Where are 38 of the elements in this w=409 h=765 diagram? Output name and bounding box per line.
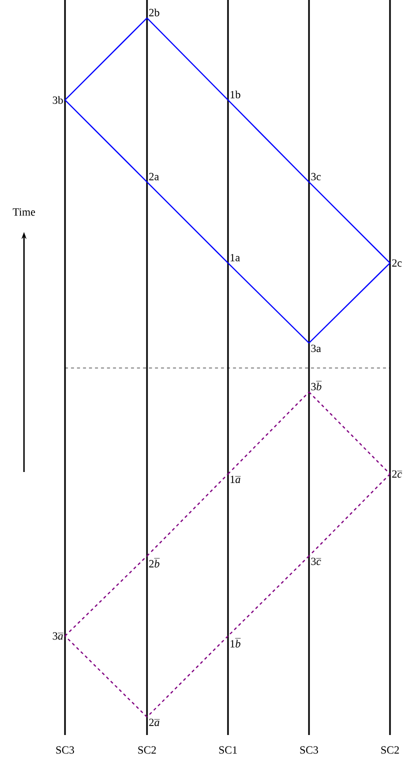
path-segment bbox=[64, 556, 148, 636]
vertex-label: $3\overline{b}$ bbox=[311, 381, 322, 390]
path-segment bbox=[228, 262, 310, 344]
vertex-label: $2\overline{a}$ bbox=[149, 718, 160, 726]
path-segment bbox=[308, 474, 390, 556]
vertex-label: $1\overline{a}$ bbox=[230, 476, 241, 484]
vertex-label: $3\overline{c}$ bbox=[311, 558, 322, 566]
vertex-label: $1\overline{b}$ bbox=[230, 638, 241, 648]
path-segment bbox=[308, 182, 390, 264]
node-label: SC2 bbox=[138, 746, 156, 754]
vertex-label: 3a bbox=[311, 344, 321, 352]
node-label: SC3 bbox=[56, 746, 74, 754]
path-segment bbox=[228, 100, 310, 182]
node-label: SC1 bbox=[219, 746, 237, 754]
vertex-label: 2b bbox=[149, 8, 160, 16]
path-segment bbox=[146, 182, 228, 264]
path-segment bbox=[308, 392, 390, 474]
path-segment bbox=[228, 556, 310, 636]
path-segment bbox=[64, 18, 148, 100]
vertex-label: 1b bbox=[230, 90, 240, 98]
path-segment bbox=[146, 18, 228, 100]
vertex-label: 2c bbox=[392, 259, 402, 267]
path-segment bbox=[146, 636, 228, 718]
vertex-label: $2\overline{b}$ bbox=[149, 558, 160, 568]
vertex-label: 3b bbox=[52, 96, 63, 104]
vertex-label: $2\overline{c}$ bbox=[392, 470, 402, 478]
path-segment bbox=[64, 100, 148, 182]
vertex-label: 2a bbox=[149, 172, 159, 180]
path-segment bbox=[64, 636, 148, 718]
node-label: SC3 bbox=[300, 746, 318, 754]
node-label: SC2 bbox=[381, 746, 399, 754]
path-segment bbox=[146, 474, 228, 556]
vertex-label: 3c bbox=[311, 172, 321, 180]
path-segment bbox=[228, 392, 310, 474]
axis-label: Time bbox=[12, 208, 36, 216]
path-segment bbox=[308, 262, 390, 344]
vertex-label: $3\overline{a}$ bbox=[52, 632, 64, 640]
vertex-label: 1a bbox=[230, 254, 240, 262]
